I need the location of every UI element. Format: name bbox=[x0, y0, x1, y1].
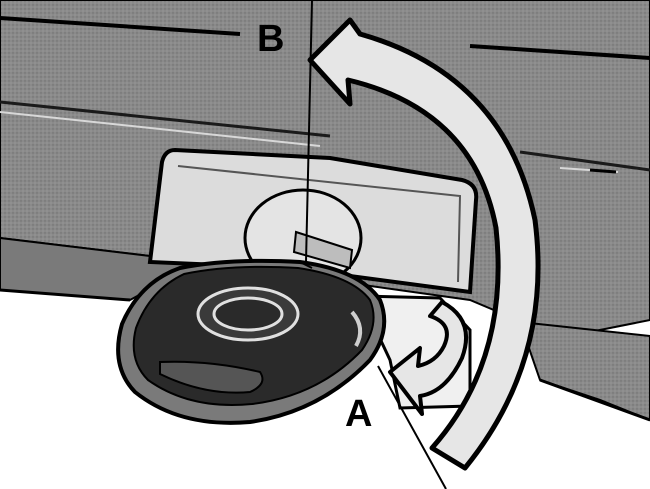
curved-arrow-small-icon bbox=[388, 300, 468, 416]
panel-dash bbox=[589, 168, 617, 174]
leader-line-b bbox=[305, 0, 313, 263]
key-slot bbox=[292, 230, 354, 270]
callout-label-a: A bbox=[345, 393, 373, 435]
bumper-edge bbox=[0, 288, 650, 422]
key-fob-highlight bbox=[350, 310, 363, 347]
key-fob-button-inner bbox=[212, 296, 284, 332]
leader-line-b-base bbox=[299, 261, 313, 269]
lock-housing-inner-rim bbox=[177, 165, 462, 283]
key-fob-grip bbox=[159, 360, 264, 394]
panel-crease-top bbox=[0, 16, 650, 60]
callout-label-b: B bbox=[257, 18, 285, 60]
panel-crease-middle bbox=[0, 100, 650, 172]
curved-arrow-large-icon bbox=[307, 17, 541, 471]
leader-line-a bbox=[377, 365, 447, 489]
bumper-strip-right bbox=[518, 320, 650, 422]
